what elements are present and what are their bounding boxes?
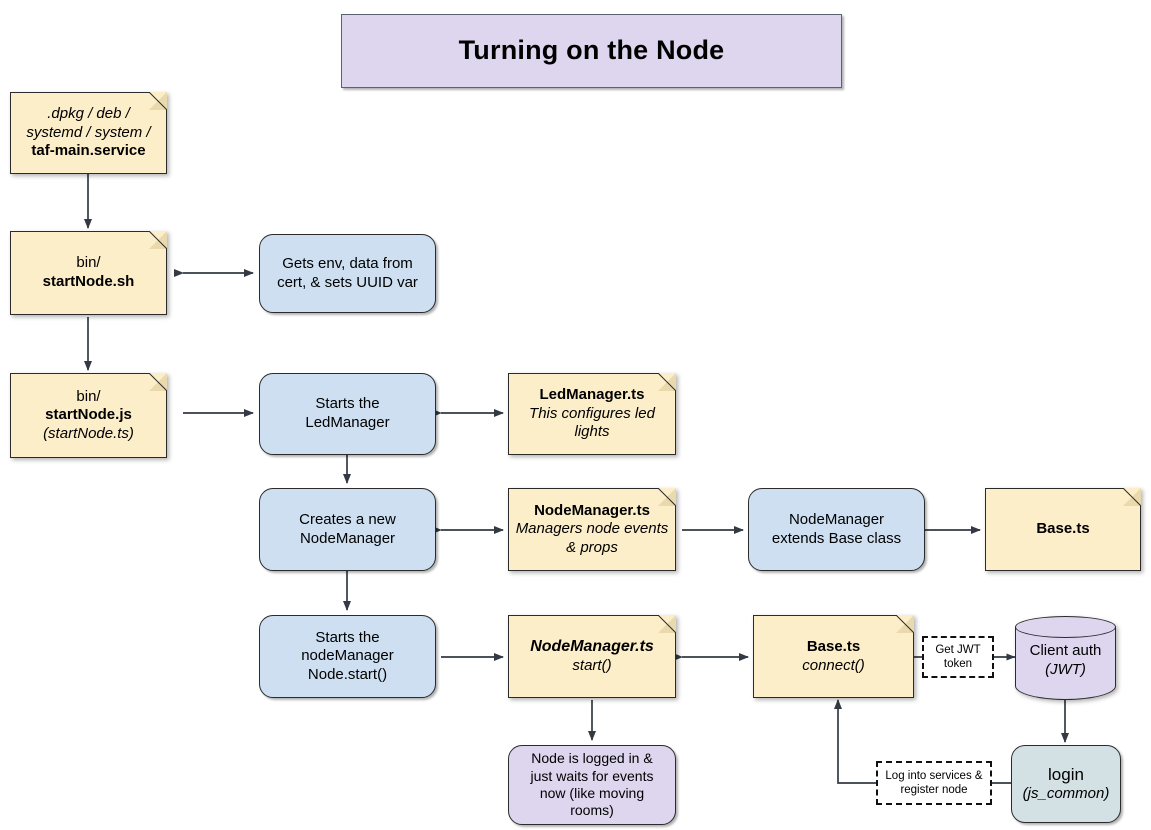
node-startnode-js-line2: startNode.js	[45, 406, 132, 424]
node-gets-env[interactable]: Gets env, data from cert, & sets UUID va…	[259, 234, 436, 313]
node-startnode-js[interactable]: bin/ startNode.js (startNode.ts)	[10, 373, 167, 458]
node-base-ts[interactable]: Base.ts	[985, 488, 1141, 571]
node-base-connect-line2: connect()	[802, 656, 865, 674]
node-nodemanager-ts-line1: NodeManager.ts	[534, 501, 650, 519]
label-log-into-services: Log into services & register node	[876, 761, 992, 805]
folded-corner-icon	[149, 373, 167, 391]
node-nodemanager-start[interactable]: NodeManager.ts start()	[508, 615, 676, 698]
node-node-logged-in-line2: just waits for events	[530, 767, 654, 784]
node-starts-ledmanager-line2: LedManager	[305, 414, 390, 431]
label-log-into-services-line2: register node	[900, 784, 968, 796]
node-extends-base[interactable]: NodeManager extends Base class	[748, 488, 925, 571]
node-ledmanager-ts-line2: This configures led lights	[529, 404, 655, 441]
node-node-logged-in-line3: now (like moving	[539, 785, 645, 801]
node-login-line2: (js_common)	[1022, 785, 1110, 803]
node-starts-node-start[interactable]: Starts the nodeManager Node.start()	[259, 615, 436, 698]
node-nodemanager-start-line1: NodeManager.ts	[530, 638, 654, 656]
node-startnode-js-line3: (startNode.ts)	[43, 424, 134, 442]
node-base-connect-line1: Base.ts	[806, 637, 861, 655]
folded-corner-icon	[658, 373, 676, 391]
note-shape	[985, 488, 1141, 571]
note-shape	[10, 373, 167, 458]
label-get-jwt-token: Get JWT token	[922, 636, 994, 678]
label-get-jwt-token-line1: Get JWT	[935, 643, 981, 656]
node-service-unit-line2: systemd / system /	[26, 123, 151, 141]
node-gets-env-line1: Gets env, data from	[282, 254, 413, 272]
node-service-unit-line1: .dpkg / deb /	[47, 105, 130, 123]
folded-corner-icon	[1123, 488, 1141, 506]
node-startnode-js-line1: bin/	[76, 387, 101, 405]
node-starts-ledmanager-line1: Starts the	[315, 395, 380, 413]
folded-corner-icon	[149, 231, 167, 249]
node-node-logged-in-line1: Node is logged in &	[531, 750, 653, 767]
node-creates-nodemanager[interactable]: Creates a new NodeManager	[259, 488, 436, 571]
node-creates-nodemanager-line2: NodeManager	[299, 529, 396, 547]
node-starts-ledmanager[interactable]: Starts the LedManager	[259, 373, 436, 455]
node-startnode-sh-line2: startNode.sh	[42, 273, 135, 290]
node-extends-base-line1: NodeManager	[788, 510, 885, 528]
note-shape	[753, 615, 914, 698]
node-creates-nodemanager-line1: Creates a new	[299, 510, 396, 528]
node-node-logged-in-line4: rooms)	[570, 802, 614, 819]
page-title: Turning on the Node	[341, 14, 842, 88]
node-nodemanager-ts-line2: Managers node events & props	[515, 520, 669, 556]
node-nodemanager-start-line2: start()	[572, 657, 612, 675]
cylinder-top-ellipse	[1015, 616, 1116, 638]
node-startnode-sh-line1: bin/	[76, 254, 101, 272]
node-service-unit[interactable]: .dpkg / deb / systemd / system / taf-mai…	[10, 92, 167, 174]
cylinder-body	[1015, 627, 1116, 700]
folded-corner-icon	[658, 615, 676, 633]
node-client-auth-line2: (JWT)	[1045, 661, 1086, 678]
folded-corner-icon	[658, 488, 676, 506]
node-startnode-sh[interactable]: bin/ startNode.sh	[10, 231, 167, 315]
node-extends-base-line2: extends Base class	[771, 529, 902, 547]
node-base-connect[interactable]: Base.ts connect()	[753, 615, 914, 698]
node-starts-node-start-line3: Node.start()	[307, 665, 388, 683]
node-starts-node-start-line1: Starts the	[315, 628, 380, 646]
node-ledmanager-ts-line1: LedManager.ts	[539, 386, 645, 404]
note-shape	[508, 373, 676, 455]
note-shape	[508, 488, 676, 571]
label-get-jwt-token-line2: token	[943, 658, 973, 670]
node-node-logged-in[interactable]: Node is logged in & just waits for event…	[508, 745, 676, 825]
node-client-auth-line1: Client auth	[1029, 642, 1102, 660]
note-shape	[508, 615, 676, 698]
node-ledmanager-ts[interactable]: LedManager.ts This configures led lights	[508, 373, 676, 455]
node-client-auth[interactable]: Client auth (JWT)	[1015, 616, 1116, 700]
node-service-unit-line3: taf-main.service	[31, 142, 146, 160]
node-nodemanager-ts[interactable]: NodeManager.ts Managers node events & pr…	[508, 488, 676, 571]
label-log-into-services-line1: Log into services &	[885, 769, 983, 782]
node-base-ts-line1: Base.ts	[1036, 520, 1090, 538]
folded-corner-icon	[896, 615, 914, 633]
node-gets-env-line2: cert, & sets UUID var	[277, 273, 418, 291]
page-title-text: Turning on the Node	[458, 35, 725, 66]
node-starts-node-start-line2: nodeManager	[301, 647, 394, 665]
folded-corner-icon	[149, 92, 167, 110]
note-shape	[10, 231, 167, 315]
node-login-line1: login	[1048, 765, 1084, 785]
node-login[interactable]: login (js_common)	[1011, 745, 1121, 823]
